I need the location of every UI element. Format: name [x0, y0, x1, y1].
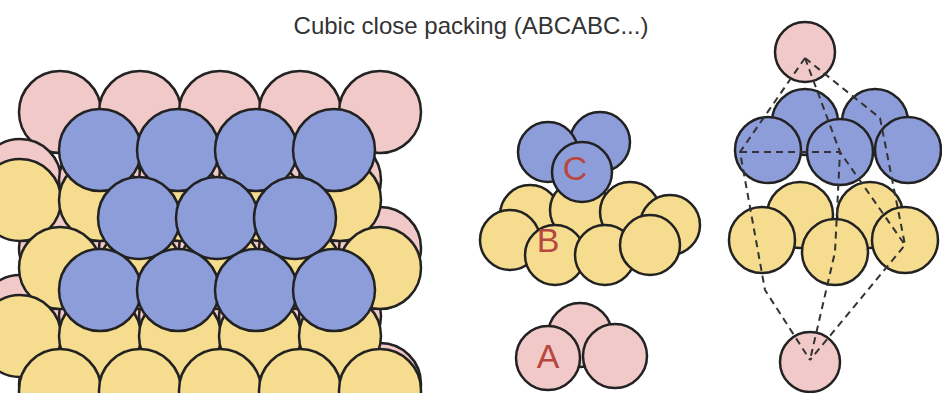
sphere	[729, 207, 795, 273]
layer-letter: B	[537, 221, 560, 260]
sphere	[875, 117, 941, 183]
sphere	[583, 324, 647, 388]
sphere	[802, 219, 868, 285]
cell-outline	[740, 58, 810, 360]
sphere	[552, 142, 612, 202]
diagram-title: Cubic close packing (ABCABC...)	[294, 12, 649, 40]
layer-stack-top-view	[0, 71, 421, 393]
sphere	[215, 249, 297, 331]
sphere	[179, 349, 261, 393]
sphere	[254, 177, 336, 259]
sphere	[293, 249, 375, 331]
sphere	[99, 349, 181, 393]
unit-cell-view	[729, 22, 941, 392]
sphere	[176, 177, 258, 259]
sphere	[620, 215, 680, 275]
sphere	[137, 249, 219, 331]
sphere	[775, 22, 835, 82]
sphere	[259, 349, 341, 393]
sphere	[780, 332, 840, 392]
layer-letter: C	[563, 149, 588, 188]
cell-outline	[740, 152, 905, 245]
sphere	[98, 177, 180, 259]
cell-outline	[805, 58, 905, 360]
cell-outline	[805, 58, 840, 360]
sphere	[735, 117, 801, 183]
sphere	[59, 249, 141, 331]
sphere	[339, 349, 421, 393]
layer-letter: A	[537, 337, 560, 376]
sphere	[516, 326, 580, 390]
layer-stack-side-view	[480, 112, 700, 390]
sphere	[19, 349, 101, 393]
